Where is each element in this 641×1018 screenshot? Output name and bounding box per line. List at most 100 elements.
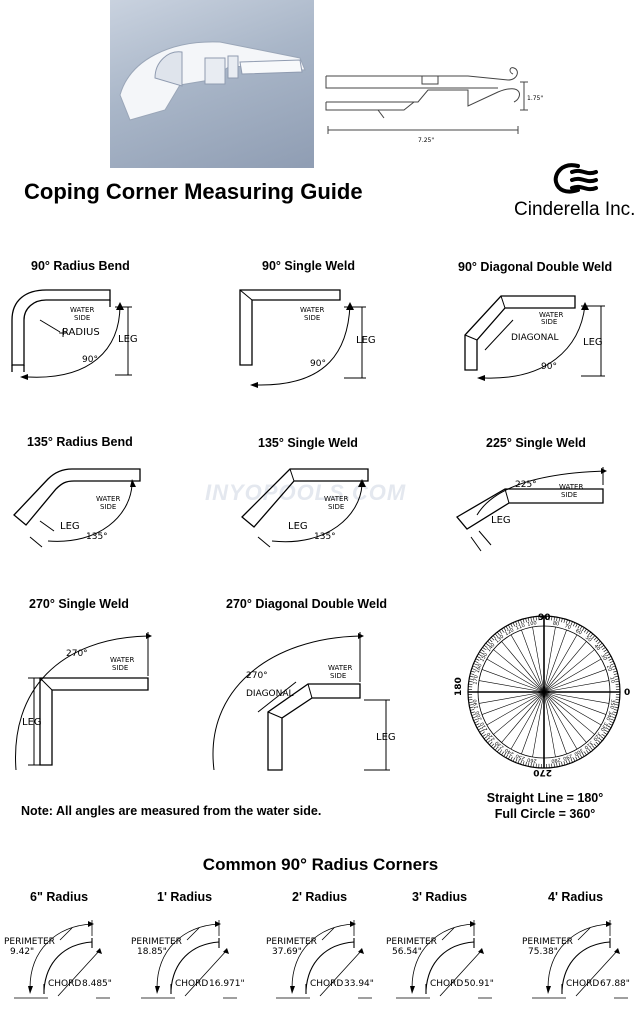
protractor-tick	[593, 637, 598, 641]
protractor-tick	[480, 732, 485, 735]
protractor-tick	[577, 755, 580, 760]
protractor-tick	[469, 678, 474, 680]
svg-text:SIDE: SIDE	[541, 318, 557, 326]
protractor-tick	[515, 758, 518, 763]
svg-text:RADIUS: RADIUS	[62, 327, 100, 338]
protractor-tick	[473, 718, 478, 721]
protractor-tick	[530, 762, 532, 767]
protractor-tick	[608, 723, 613, 726]
protractor-tick	[606, 653, 610, 657]
protractor-tick	[613, 711, 618, 714]
perimeter-label: PERIMETER	[266, 937, 317, 947]
corner-title: 90° Diagonal Double Weld	[458, 260, 613, 274]
svg-text:90°: 90°	[310, 359, 326, 369]
protractor-tick	[483, 644, 488, 648]
protractor-tick	[503, 627, 507, 632]
protractor-tick	[510, 756, 513, 761]
protractor-tick	[517, 620, 520, 625]
protractor-ray	[543, 680, 610, 693]
protractor-degree-label: 80	[552, 621, 559, 628]
svg-text:SIDE: SIDE	[112, 664, 128, 672]
protractor-tick	[612, 668, 617, 671]
svg-text:WATER: WATER	[96, 495, 120, 503]
protractor-tick	[520, 619, 523, 624]
profile-width-label: 7.25"	[418, 137, 434, 144]
protractor-tick	[490, 637, 495, 641]
protractor-tick	[522, 761, 525, 766]
chord-value: 16.971"	[209, 979, 245, 989]
svg-text:LEG: LEG	[356, 335, 376, 346]
svg-text:LEG: LEG	[491, 515, 511, 526]
diagram-270-single-weld: 270° WATER SIDE LEG	[15, 632, 152, 771]
protractor-tick	[510, 623, 513, 628]
protractor-degree-label: 340	[604, 710, 613, 721]
corner-title: 135° Single Weld	[258, 436, 358, 450]
protractor-tick	[487, 640, 491, 645]
protractor-tick	[471, 713, 476, 716]
corner-title: 90° Radius Bend	[31, 259, 130, 273]
protractor-ray	[543, 691, 602, 726]
protractor-degree-label: 210	[479, 721, 489, 732]
protractor-tick	[570, 621, 573, 626]
protractor-tick	[508, 755, 511, 760]
protractor-ray	[543, 641, 587, 693]
protractor-tick	[501, 628, 504, 633]
svg-text:WATER: WATER	[110, 656, 134, 664]
protractor-tick	[609, 660, 614, 663]
protractor-ray	[543, 626, 556, 693]
chord-value: 33.94"	[344, 979, 374, 989]
watermark: INYOPOOLS.COM	[205, 480, 407, 505]
svg-text:SIDE: SIDE	[74, 314, 90, 322]
protractor-tick	[556, 762, 558, 767]
perimeter-label: PERIMETER	[522, 937, 573, 947]
protractor-tick	[598, 642, 603, 646]
protractor-tick	[608, 658, 613, 661]
protractor-tick	[517, 759, 520, 764]
protractor-tick	[607, 725, 612, 728]
protractor-tick	[613, 709, 618, 711]
protractor-ray	[510, 691, 545, 750]
protractor-tick	[482, 647, 486, 650]
fact-straight-line: Straight Line = 180°	[486, 791, 604, 805]
radius-corner-title: 6" Radius	[30, 890, 89, 904]
protractor-tick	[613, 670, 618, 673]
protractor-tick	[508, 624, 511, 629]
protractor-tick	[565, 760, 568, 765]
svg-text:LEG: LEG	[118, 334, 138, 345]
protractor-tick	[573, 622, 576, 627]
protractor-tick	[473, 663, 478, 666]
protractor-ray	[543, 669, 607, 693]
protractor-tick	[512, 757, 515, 762]
protractor-tick	[598, 738, 603, 742]
radius-corner-title: 2' Radius	[292, 890, 348, 904]
protractor-tick	[471, 668, 476, 671]
protractor-tick	[597, 640, 601, 645]
protractor-tick	[611, 665, 616, 668]
protractor-degree-label: 300	[573, 747, 584, 757]
protractor-tick	[612, 713, 617, 716]
protractor-ray	[543, 629, 567, 693]
protractor-tick	[590, 746, 594, 751]
protractor-degree-label: 130	[494, 634, 505, 645]
protractor-tick	[606, 727, 610, 731]
protractor-degree-label: 350	[608, 699, 616, 709]
protractor-tick	[593, 743, 598, 747]
radius-corner-title: 3' Radius	[412, 890, 468, 904]
protractor-tick	[496, 631, 500, 636]
diagram-135-single-weld: WATER SIDE LEG 135°	[241, 468, 369, 548]
diagram-90-single-weld: WATER SIDE LEG 90°	[239, 289, 376, 388]
protractor-tick	[496, 748, 500, 753]
svg-text:WATER: WATER	[559, 483, 583, 491]
corner-title: 90° Single Weld	[262, 259, 355, 273]
section-title-radius-corners: Common 90° Radius Corners	[202, 855, 439, 874]
protractor-tick	[595, 741, 599, 746]
protractor-ray	[543, 691, 587, 743]
perimeter-value: 75.38"	[528, 947, 558, 957]
svg-text:LEG: LEG	[376, 732, 396, 743]
protractor-tick	[595, 638, 599, 643]
protractor-degree-label: 290	[562, 752, 573, 761]
protractor-tick	[579, 754, 583, 758]
